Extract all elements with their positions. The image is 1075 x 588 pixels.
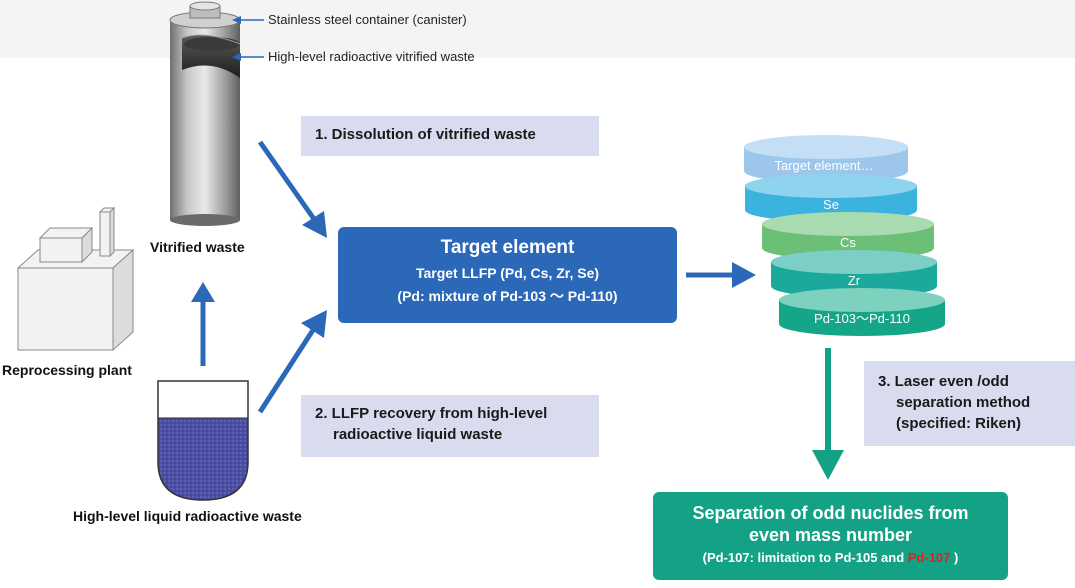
result-line2: even mass number (748, 525, 913, 545)
liquid-waste-label: High-level liquid radioactive waste (73, 508, 302, 524)
target-line1: Target LLFP (Pd, Cs, Zr, Se) (415, 265, 600, 281)
step-3-line2: separation method (896, 394, 1031, 411)
result-line1: Separation of odd nuclides from (692, 503, 969, 523)
step-2-box: 2. LLFP recovery from high-level radioac… (301, 395, 599, 457)
step-3-line1: 3. Laser even /odd (878, 373, 1009, 390)
vitrified-waste-inside-label: High-level radioactive vitrified waste (268, 49, 475, 64)
canister-label: Stainless steel container (canister) (268, 12, 467, 27)
disc-5: Pd-103～Pd-110 (779, 288, 945, 336)
target-title: Target element (440, 237, 575, 258)
disc-label: Pd-103～Pd-110 (814, 311, 910, 326)
result-highlight: Pd-107 (907, 550, 951, 565)
liquid-waste-vessel-icon (157, 380, 249, 501)
step-3-line3: (specified: Riken) (896, 415, 1022, 432)
step-2-line2: radioactive liquid waste (333, 426, 503, 443)
result-arrow (812, 348, 844, 480)
result-box: Separation of odd nuclides from even mas… (653, 492, 1008, 580)
canister-icon (169, 1, 241, 226)
canister-callout-arrows (232, 16, 264, 61)
reprocessing-plant-label: Reprocessing plant (2, 362, 132, 378)
step-1-box: 1. Dissolution of vitrified waste (301, 116, 599, 156)
step-1-text: 1. Dissolution of vitrified waste (315, 126, 536, 143)
target-line2: (Pd: mixture of Pd-103 ～ Pd-110) (397, 288, 618, 304)
result-line3-prefix: (Pd-107: limitation to Pd-105 and (702, 550, 908, 565)
vitrified-waste-label: Vitrified waste (150, 239, 245, 255)
step-2-line1: 2. LLFP recovery from high-level (315, 405, 548, 422)
disc-label: Cs (840, 235, 856, 250)
disc-label: Se (823, 197, 839, 212)
result-line3-suffix: ) (950, 550, 959, 565)
disc-label: Target element… (775, 158, 874, 173)
result-line3: (Pd-107: limitation to Pd-105 and Pd-107… (653, 550, 1008, 565)
process-arrows (191, 140, 756, 414)
step-3-box: 3. Laser even /odd separation method (sp… (864, 361, 1075, 446)
target-element-box: Target element Target LLFP (Pd, Cs, Zr, … (338, 227, 677, 323)
disc-label: Zr (848, 273, 861, 288)
reprocessing-plant-icon (16, 206, 135, 352)
